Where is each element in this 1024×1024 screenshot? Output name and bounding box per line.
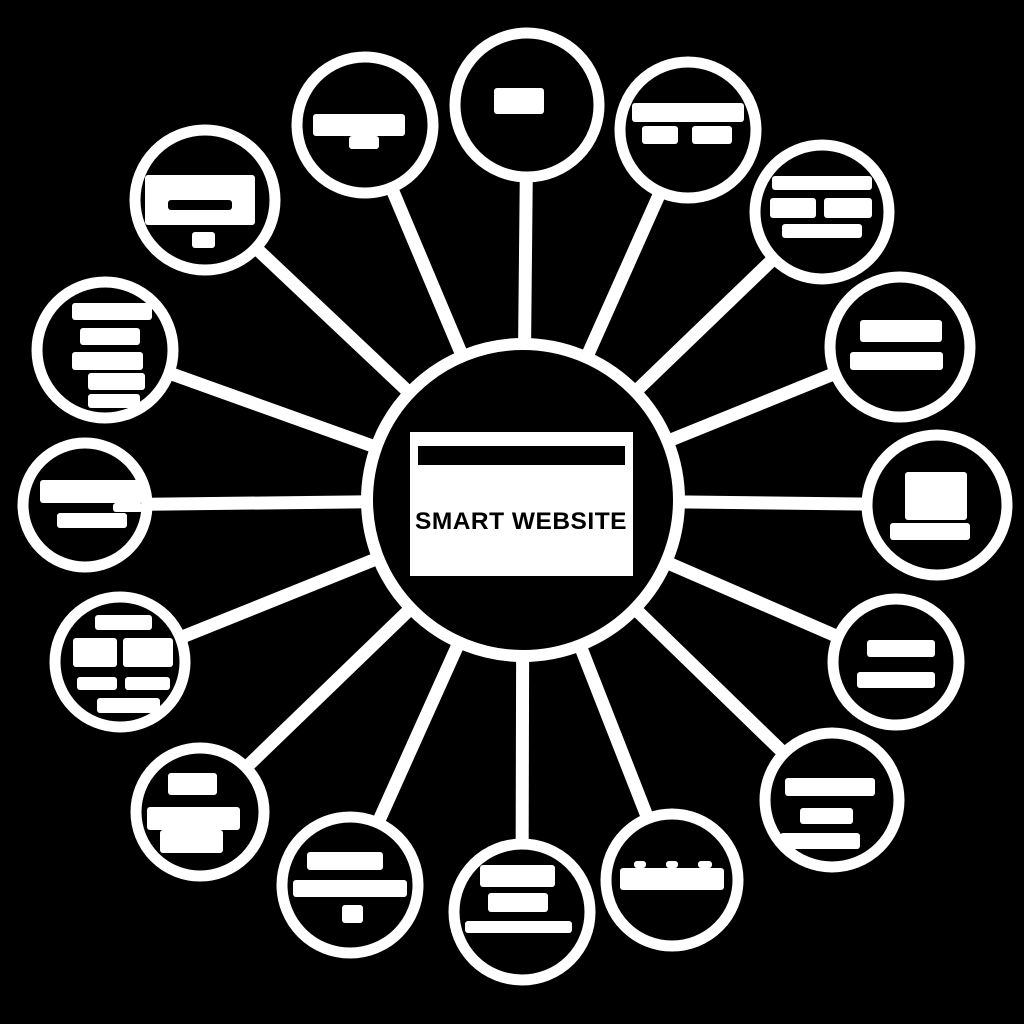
equals-lines-small-icon bbox=[857, 672, 935, 688]
monitor-icon bbox=[905, 472, 967, 520]
node-bottom bbox=[448, 838, 596, 986]
node-top-right bbox=[614, 56, 762, 204]
funnel-icon bbox=[168, 773, 217, 795]
document-lines-icon bbox=[80, 328, 140, 345]
text-lines-icon bbox=[800, 808, 853, 824]
word-icon bbox=[634, 861, 646, 868]
node-circle-right-upper bbox=[824, 271, 976, 423]
tag-icon bbox=[494, 88, 544, 114]
equals-lines-icon bbox=[850, 352, 943, 370]
node-left bbox=[17, 437, 153, 573]
caption-text-icon bbox=[293, 880, 407, 897]
stacked-text-icon bbox=[488, 893, 548, 912]
document-lines-icon bbox=[72, 303, 152, 320]
node-upper-right bbox=[749, 139, 895, 285]
monitor-icon bbox=[890, 523, 970, 540]
grid-rows-icon bbox=[95, 615, 152, 630]
word-icon bbox=[666, 861, 678, 868]
grid-rows-icon bbox=[125, 677, 170, 690]
word-icon bbox=[698, 861, 712, 868]
paragraph-icon bbox=[782, 224, 862, 238]
step-lines-icon bbox=[40, 480, 143, 503]
node-left-lower bbox=[49, 591, 191, 733]
node-bottom-right bbox=[600, 808, 744, 952]
node-bottom-left bbox=[276, 811, 424, 959]
document-lines-icon bbox=[88, 373, 145, 390]
caption-text-icon bbox=[307, 852, 383, 870]
node-circle-right-lower bbox=[827, 593, 965, 731]
node-upper-left bbox=[129, 124, 281, 276]
node-lower-right bbox=[759, 727, 905, 873]
center-label: SMART WEBSITE bbox=[415, 508, 627, 535]
satellite-nodes-layer bbox=[17, 27, 1013, 986]
word-icon bbox=[620, 868, 724, 890]
text-lines-icon bbox=[785, 778, 875, 796]
label-underline-icon bbox=[349, 136, 379, 149]
node-circle-left bbox=[17, 437, 153, 573]
node-top bbox=[449, 27, 605, 183]
node-circle-top-right bbox=[614, 56, 762, 204]
equals-lines-small-icon bbox=[867, 640, 935, 657]
label-underline-icon bbox=[313, 114, 405, 136]
step-lines-icon bbox=[57, 513, 127, 528]
node-left-upper bbox=[31, 276, 179, 424]
menu-lines-icon bbox=[632, 103, 744, 122]
grid-rows-icon bbox=[73, 638, 117, 667]
grid-rows-icon bbox=[123, 638, 173, 667]
document-lines-icon bbox=[72, 352, 143, 370]
funnel-icon bbox=[160, 830, 223, 853]
browser-titlebar-icon bbox=[418, 446, 625, 465]
paragraph-icon bbox=[772, 176, 872, 190]
grid-rows-icon bbox=[77, 677, 117, 690]
menu-lines-icon bbox=[642, 126, 678, 144]
node-lower-left bbox=[130, 742, 270, 882]
center-node: SMART WEBSITE bbox=[361, 338, 685, 662]
equals-lines-icon bbox=[860, 320, 942, 342]
grid-rows-icon bbox=[97, 698, 160, 713]
document-lines-icon bbox=[88, 394, 140, 408]
paragraph-icon bbox=[824, 198, 872, 218]
menu-lines-icon bbox=[692, 126, 732, 144]
stacked-text-icon bbox=[480, 865, 555, 887]
stacked-text-icon bbox=[465, 921, 572, 933]
step-lines-icon bbox=[113, 503, 143, 512]
node-right bbox=[861, 429, 1013, 581]
caption-text-icon bbox=[342, 905, 363, 923]
funnel-icon bbox=[147, 807, 240, 830]
text-lines-icon bbox=[780, 833, 860, 849]
node-circle-left-lower bbox=[49, 591, 191, 733]
node-right-upper bbox=[824, 271, 976, 423]
node-right-lower bbox=[827, 593, 965, 731]
card-icon bbox=[192, 232, 215, 248]
card-icon bbox=[168, 200, 232, 210]
paragraph-icon bbox=[770, 198, 816, 218]
node-top-left bbox=[291, 51, 439, 199]
